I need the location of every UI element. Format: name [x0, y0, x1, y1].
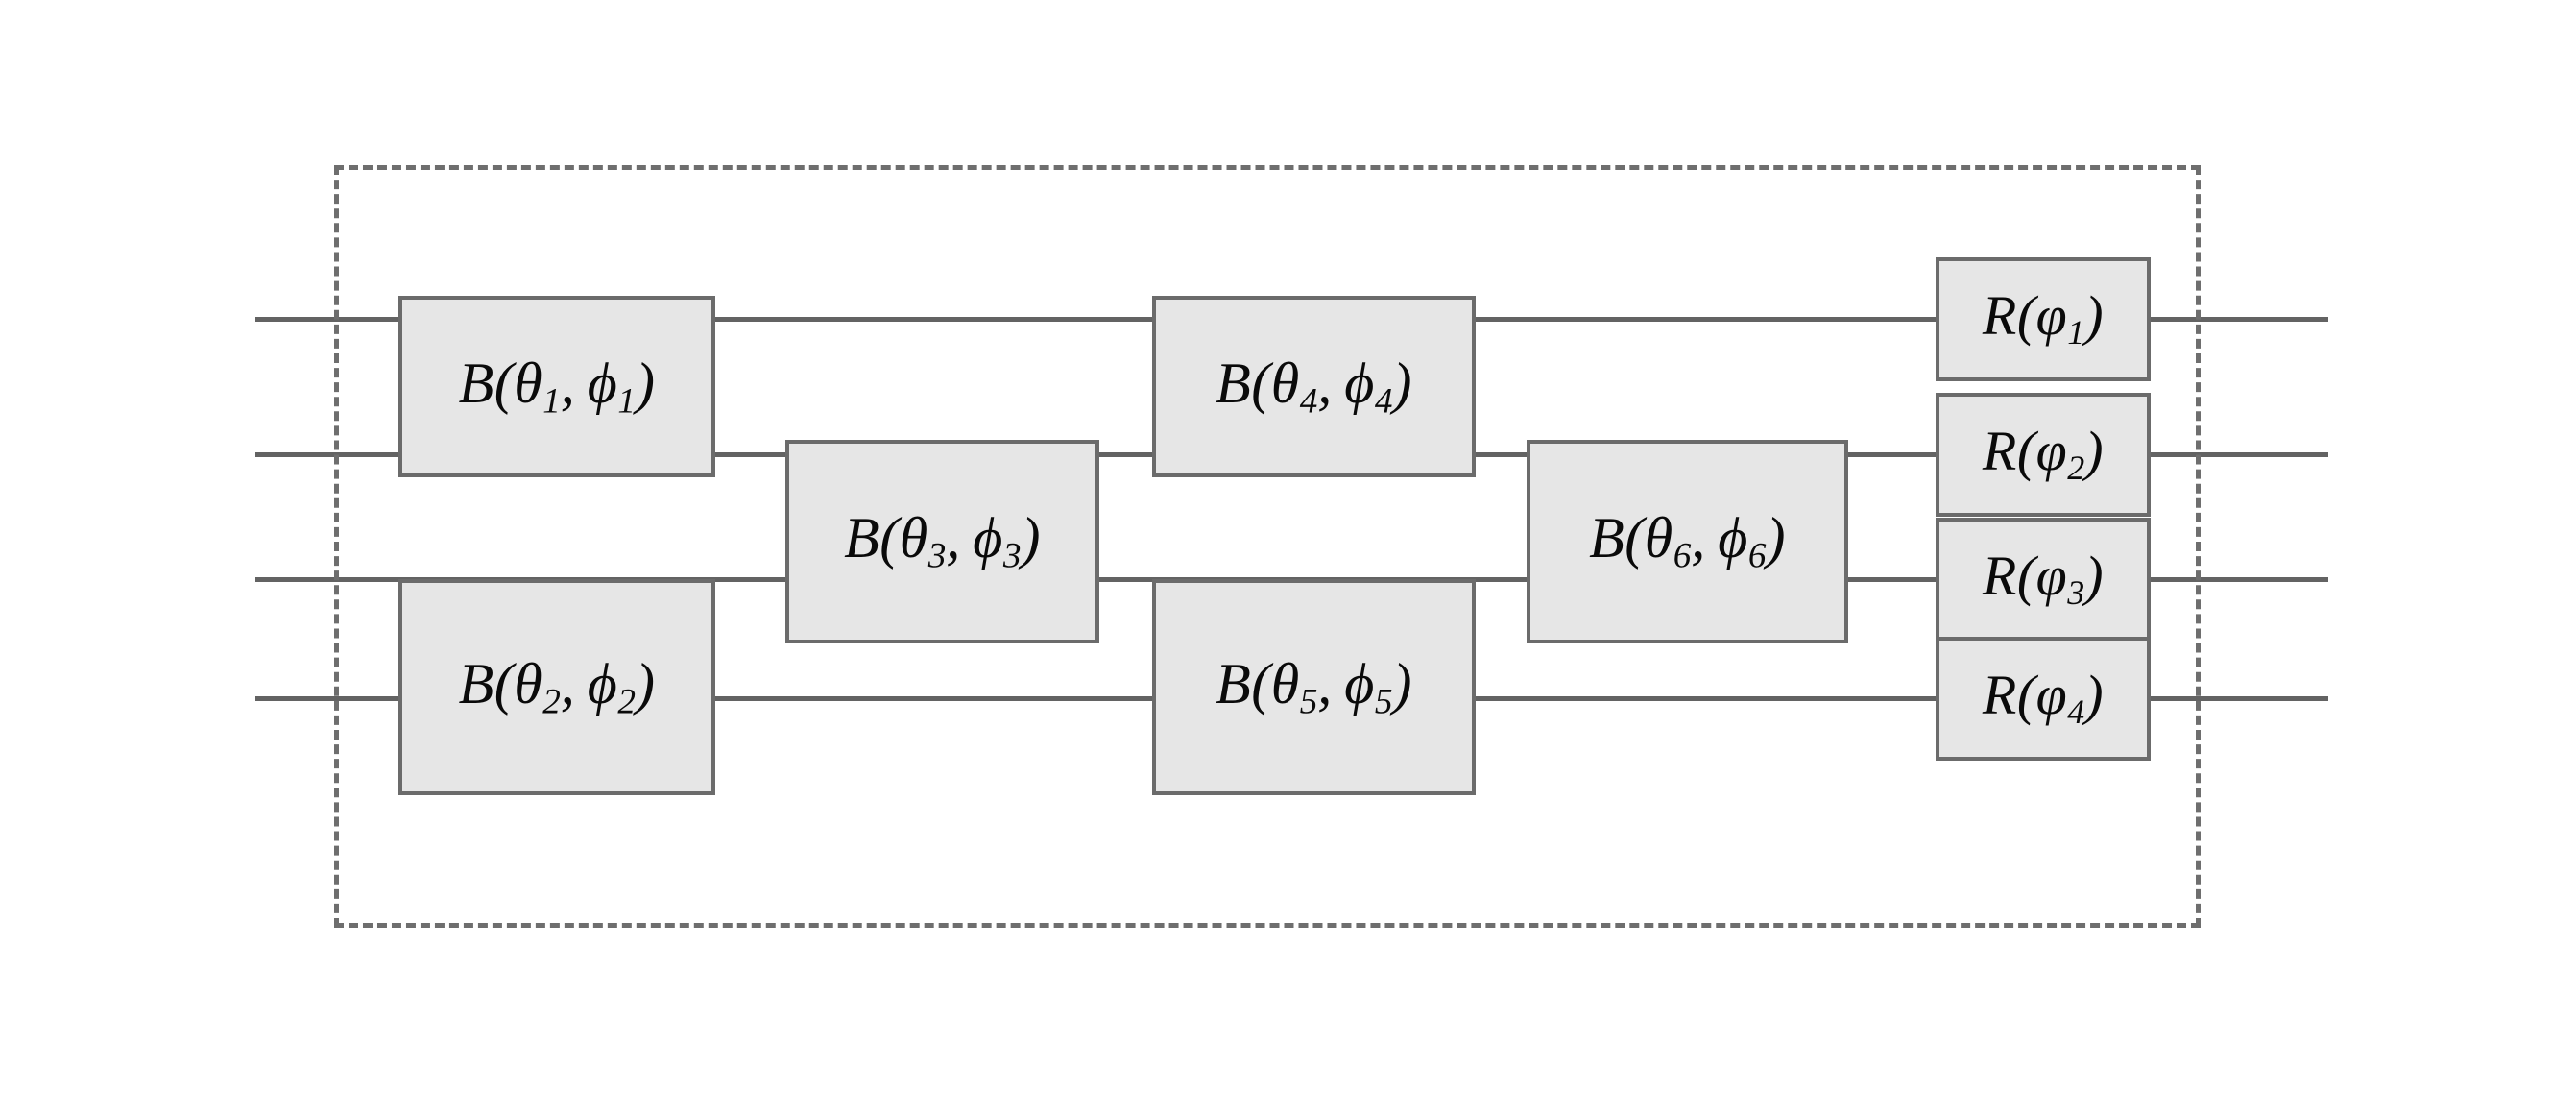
varphi-index: 3	[2067, 573, 2085, 613]
close-paren: )	[2084, 283, 2105, 347]
open-paren: (	[879, 506, 900, 570]
open-paren: (	[2016, 419, 2036, 482]
varphi-symbol: φ	[2035, 419, 2068, 482]
close-paren: )	[2084, 419, 2105, 482]
varphi-index: 2	[2067, 449, 2085, 488]
open-paren: (	[1251, 351, 1271, 415]
gate-symbol: R	[1982, 663, 2017, 726]
close-paren: )	[635, 351, 656, 415]
varphi-index: 4	[2067, 692, 2085, 732]
close-paren: )	[1021, 506, 1041, 570]
gate-symbol: B	[1216, 651, 1252, 716]
phi-symbol: ϕ	[587, 351, 618, 415]
theta-index: 4	[1299, 381, 1318, 422]
gate-phase-2[interactable]: R(φ2)	[1936, 393, 2151, 517]
phi-symbol: ϕ	[1344, 651, 1375, 716]
theta-symbol: θ	[1270, 651, 1300, 716]
comma: ,	[560, 651, 576, 716]
gate-beamsplitter-2-label: B(θ2, ϕ2)	[459, 655, 656, 720]
gate-beamsplitter-4-label: B(θ4, ϕ4)	[1216, 354, 1412, 420]
gate-beamsplitter-4[interactable]: B(θ4, ϕ4)	[1152, 296, 1476, 477]
gate-symbol: R	[1982, 544, 2017, 607]
phi-index: 1	[617, 381, 636, 422]
gate-symbol: R	[1982, 283, 2017, 347]
gate-symbol: B	[458, 651, 494, 716]
varphi-symbol: φ	[2035, 544, 2068, 607]
comma: ,	[560, 351, 576, 415]
close-paren: )	[1392, 351, 1412, 415]
gate-beamsplitter-3[interactable]: B(θ3, ϕ3)	[785, 440, 1099, 643]
comma: ,	[946, 506, 961, 570]
phi-index: 6	[1747, 536, 1767, 576]
gate-symbol: B	[844, 506, 880, 570]
theta-symbol: θ	[514, 351, 543, 415]
varphi-symbol: φ	[2035, 283, 2068, 347]
gate-beamsplitter-1[interactable]: B(θ1, ϕ1)	[398, 296, 715, 477]
varphi-index: 1	[2067, 313, 2085, 352]
gate-phase-1[interactable]: R(φ1)	[1936, 257, 2151, 381]
phi-index: 4	[1374, 381, 1393, 422]
gate-beamsplitter-5-label: B(θ5, ϕ5)	[1216, 655, 1412, 720]
theta-symbol: θ	[1644, 506, 1673, 570]
phi-index: 3	[1002, 536, 1022, 576]
open-paren: (	[494, 651, 515, 716]
phi-symbol: ϕ	[973, 506, 1003, 570]
close-paren: )	[2084, 544, 2105, 607]
phi-symbol: ϕ	[1344, 351, 1375, 415]
comma: ,	[1691, 506, 1706, 570]
gate-symbol: B	[458, 351, 494, 415]
phi-index: 5	[1374, 682, 1393, 722]
gate-phase-3-label: R(φ3)	[1982, 544, 2105, 613]
circuit-block-boundary	[334, 165, 2201, 928]
theta-index: 1	[542, 381, 561, 422]
theta-index: 5	[1299, 682, 1318, 722]
gate-symbol: B	[1216, 351, 1252, 415]
open-paren: (	[2016, 663, 2036, 726]
comma: ,	[1317, 651, 1333, 716]
theta-symbol: θ	[1270, 351, 1300, 415]
gate-symbol: B	[1589, 506, 1625, 570]
close-paren: )	[1766, 506, 1786, 570]
gate-phase-4[interactable]: R(φ4)	[1936, 637, 2151, 761]
gate-phase-2-label: R(φ2)	[1983, 423, 2104, 488]
gate-phase-3[interactable]: R(φ3)	[1936, 518, 2151, 642]
gate-beamsplitter-3-label: B(θ3, ϕ3)	[844, 509, 1041, 574]
phi-symbol: ϕ	[1718, 506, 1748, 570]
gate-beamsplitter-1-label: B(θ1, ϕ1)	[459, 354, 656, 420]
close-paren: )	[2084, 663, 2105, 726]
open-paren: (	[2016, 544, 2036, 607]
open-paren: (	[494, 351, 515, 415]
gate-beamsplitter-2[interactable]: B(θ2, ϕ2)	[398, 579, 715, 795]
open-paren: (	[1251, 651, 1271, 716]
gate-phase-1-label: R(φ1)	[1983, 287, 2104, 352]
theta-symbol: θ	[899, 506, 928, 570]
theta-index: 6	[1673, 536, 1692, 576]
close-paren: )	[635, 651, 656, 716]
open-paren: (	[2016, 283, 2036, 347]
open-paren: (	[1625, 506, 1645, 570]
gate-beamsplitter-6[interactable]: B(θ6, ϕ6)	[1527, 440, 1848, 643]
gate-phase-4-label: R(φ4)	[1983, 667, 2104, 730]
theta-index: 3	[927, 536, 947, 576]
phi-index: 2	[617, 682, 636, 722]
gate-beamsplitter-5[interactable]: B(θ5, ϕ5)	[1152, 579, 1476, 795]
theta-index: 2	[542, 682, 561, 722]
phi-symbol: ϕ	[587, 651, 618, 716]
comma: ,	[1317, 351, 1333, 415]
varphi-symbol: φ	[2035, 663, 2068, 726]
close-paren: )	[1392, 651, 1412, 716]
gate-symbol: R	[1982, 419, 2017, 482]
theta-symbol: θ	[514, 651, 543, 716]
gate-beamsplitter-6-label: B(θ6, ϕ6)	[1589, 509, 1786, 574]
